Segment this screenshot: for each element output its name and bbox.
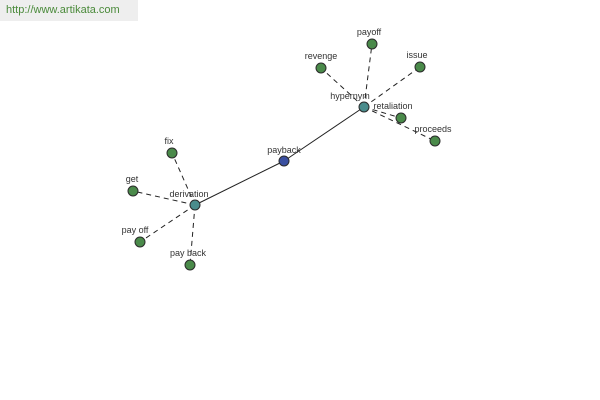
node-label-pay-off: pay off — [122, 225, 149, 235]
url-banner: http://www.artikata.com — [0, 0, 138, 21]
node-dot-hypernym[interactable] — [358, 101, 370, 113]
edge-derivation-pay-off — [139, 204, 196, 243]
node-dot-payback[interactable] — [278, 155, 290, 167]
edge-hypernym-issue — [363, 66, 421, 108]
node-label-payoff: payoff — [357, 27, 382, 37]
edges-layer — [132, 43, 436, 266]
node-label-get: get — [126, 174, 139, 184]
node-dot-revenge[interactable] — [315, 62, 327, 74]
node-derivation[interactable]: derivation — [169, 189, 209, 211]
node-issue[interactable]: issue — [406, 50, 428, 73]
node-dot-proceeds[interactable] — [429, 135, 441, 147]
node-dot-retaliation[interactable] — [395, 112, 407, 124]
node-dot-pay-back[interactable] — [184, 259, 196, 271]
edge-derivation-pay-back — [189, 204, 196, 266]
node-fix[interactable]: fix — [165, 136, 178, 159]
edge-hypernym-payoff — [363, 43, 373, 108]
nodes-layer: payback hypernym derivation payoff revenge is… — [122, 27, 452, 271]
edge-derivation-get — [132, 190, 196, 206]
node-label-fix: fix — [165, 136, 175, 146]
node-get[interactable]: get — [126, 174, 139, 197]
node-payback[interactable]: payback — [267, 145, 301, 167]
node-label-hypernym: hypernym — [330, 91, 370, 101]
node-payoff[interactable]: payoff — [357, 27, 382, 50]
node-retaliation[interactable]: retaliation — [373, 101, 413, 124]
node-hypernym[interactable]: hypernym — [330, 91, 370, 113]
edge-hypernym-proceeds — [363, 106, 436, 142]
node-label-retaliation: retaliation — [373, 101, 412, 111]
node-dot-pay-off[interactable] — [134, 236, 146, 248]
edge-payback-hypernym — [283, 106, 365, 162]
edge-hypernym-retaliation — [363, 106, 402, 119]
node-pay-back[interactable]: pay back — [170, 248, 207, 271]
edge-payback-derivation — [194, 160, 285, 206]
node-dot-payoff[interactable] — [366, 38, 378, 50]
node-label-issue: issue — [406, 50, 427, 60]
node-dot-derivation[interactable] — [189, 199, 201, 211]
edge-derivation-fix — [171, 152, 196, 206]
node-label-revenge: revenge — [305, 51, 338, 61]
node-label-proceeds: proceeds — [414, 124, 452, 134]
node-label-derivation: derivation — [169, 189, 208, 199]
node-dot-issue[interactable] — [414, 61, 426, 73]
site-url-link[interactable]: http://www.artikata.com — [6, 4, 120, 16]
edge-hypernym-revenge — [320, 67, 365, 108]
node-label-payback: payback — [267, 145, 301, 155]
node-pay-off[interactable]: pay off — [122, 225, 149, 248]
node-dot-get[interactable] — [127, 185, 139, 197]
node-revenge[interactable]: revenge — [305, 51, 338, 74]
node-label-pay-back: pay back — [170, 248, 207, 258]
node-proceeds[interactable]: proceeds — [414, 124, 452, 147]
node-dot-fix[interactable] — [166, 147, 178, 159]
